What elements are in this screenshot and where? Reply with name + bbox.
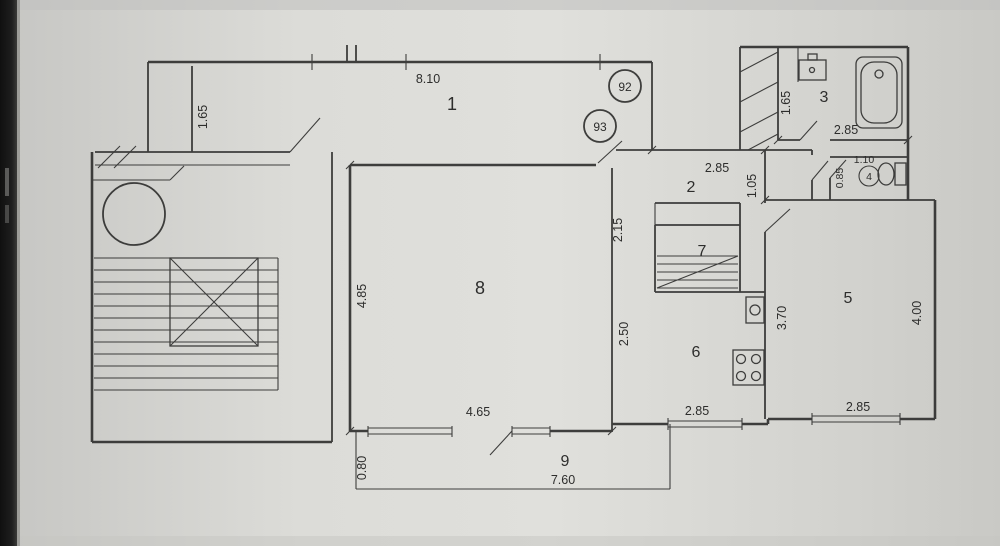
number-stamps	[583, 69, 880, 187]
strip-noise	[5, 168, 9, 196]
stamp-4-label: 4	[866, 171, 872, 183]
dim-bath-left: 1.65	[779, 91, 793, 115]
shaft-hatch	[739, 81, 779, 103]
room-7-label: 7	[698, 243, 707, 260]
dim-opening8: 2.15	[611, 218, 625, 242]
dim-wc-width: 0.85	[834, 168, 846, 189]
dim-room5-right: 4.00	[910, 301, 924, 325]
corridor-walls	[95, 45, 653, 166]
dimension-ticks	[345, 135, 913, 436]
balcony-door-swing	[489, 430, 513, 456]
fixtures	[732, 53, 907, 386]
bathroom-sink	[798, 53, 827, 81]
door-swing	[811, 160, 829, 181]
room-3-label: 3	[820, 89, 829, 106]
door-swing	[764, 208, 791, 233]
shaft-hatch	[739, 51, 779, 73]
hallway-walls	[652, 149, 829, 203]
door-swing	[597, 140, 623, 164]
shelf-diagonal	[656, 255, 739, 289]
stamp-circle-4	[858, 165, 880, 187]
stair-flight-cross	[169, 257, 259, 347]
dim-room5-left: 3.70	[775, 306, 789, 330]
scan-edge-strip	[0, 0, 20, 546]
shaft-hatch	[739, 111, 779, 133]
room-6-label: 6	[692, 344, 701, 361]
balcony-walls	[355, 424, 671, 490]
stamp-93-label: 93	[593, 120, 607, 134]
labels: 8.10 1 1.65 92 93 1.65 3 2.85 2 2.85 1.0…	[196, 72, 924, 487]
entry-door	[289, 117, 321, 153]
room-8-label: 8	[475, 278, 485, 298]
room-1-label: 1	[447, 94, 457, 114]
dim-kitchen-window: 2.85	[685, 404, 709, 418]
dim-hall2-height: 1.05	[745, 174, 759, 198]
strip-noise	[5, 205, 9, 223]
scan-bottom-shade	[0, 536, 1000, 546]
dim-hall2-width: 2.85	[705, 161, 729, 175]
dim-balcony-depth: 0.80	[355, 456, 369, 480]
wall-break	[97, 145, 121, 169]
dim-hall-left: 1.65	[196, 105, 210, 129]
stamp-circle-93	[583, 109, 617, 143]
room-2-label: 2	[687, 179, 696, 196]
dim-balcony-width: 7.60	[551, 473, 575, 487]
dim-bath-width: 2.85	[834, 123, 858, 137]
dim-room8-width: 4.65	[466, 405, 490, 419]
kitchen-sink	[745, 296, 765, 324]
shaft-hatch	[747, 133, 779, 151]
dim-room8-lower: 2.50	[617, 322, 631, 346]
scan-top-shade	[0, 0, 1000, 10]
wc-walls	[829, 156, 908, 200]
bathtub	[855, 56, 903, 129]
stamp-circle-92	[608, 69, 642, 103]
toilet	[877, 162, 907, 186]
stove	[732, 349, 765, 386]
room8-walls	[348, 140, 623, 456]
stamp-92-label: 92	[618, 80, 632, 94]
dim-room8-height: 4.85	[355, 284, 369, 308]
door-swing	[829, 159, 847, 179]
door-swing	[799, 120, 818, 141]
closet-walls	[654, 202, 741, 292]
wall-break	[113, 145, 137, 169]
dim-wc-depth: 1.10	[854, 154, 875, 166]
room-9-label: 9	[561, 453, 570, 470]
dim-top-width: 8.10	[416, 72, 440, 86]
bathroom-walls	[739, 45, 910, 200]
room-5-label: 5	[844, 290, 853, 307]
dim-room5-window: 2.85	[846, 400, 870, 414]
stairwell	[90, 145, 333, 444]
room5-walls	[764, 199, 937, 425]
elevator-shaft	[102, 182, 166, 246]
